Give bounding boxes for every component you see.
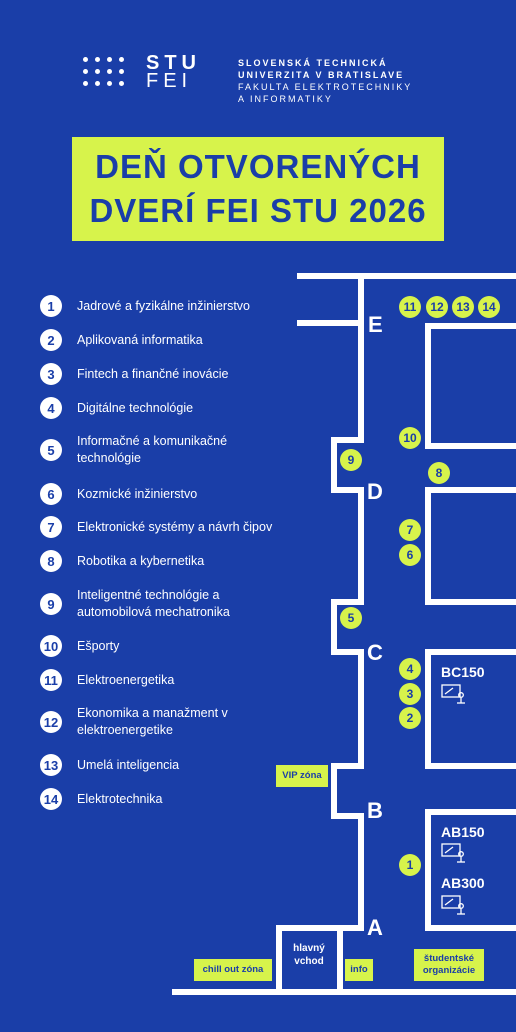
map-pin-11: 11 <box>399 296 421 318</box>
page-title: DEŇ OTVORENÝCH DVERÍ FEI STU 2026 <box>72 137 444 241</box>
legend-number: 2 <box>40 329 62 351</box>
legend-label: Elektronické systémy a návrh čipov <box>77 519 273 534</box>
map-pin-12: 12 <box>426 296 448 318</box>
legend-label: Umelá inteligencia <box>77 757 180 772</box>
university-line1: SLOVENSKÁ TECHNICKÁ <box>238 58 388 68</box>
block-c-label: C <box>367 640 383 665</box>
map-pin-13: 13 <box>452 296 474 318</box>
legend-number: 8 <box>40 550 62 572</box>
legend-label: Inteligentné technológie a automobilová … <box>77 588 230 619</box>
lecture-hall-icon <box>441 895 465 915</box>
map-pin-7: 7 <box>399 519 421 541</box>
legend-label: Aplikovaná informatika <box>77 332 203 347</box>
map-pin-8: 8 <box>428 462 450 484</box>
university-name: SLOVENSKÁ TECHNICKÁ UNIVERZITA V BRATISL… <box>238 57 412 105</box>
legend-item: 9 Inteligentné technológie a automobilová… <box>40 587 267 621</box>
legend-item: 13 Umelá inteligencia <box>40 754 179 776</box>
legend-number: 14 <box>40 788 62 810</box>
legend-item: 3 Fintech a finančné inovácie <box>40 363 228 385</box>
map-pin-14: 14 <box>478 296 500 318</box>
legend-label: Kozmické inžinierstvo <box>77 486 198 501</box>
legend-item: 8 Robotika a kybernetika <box>40 550 204 572</box>
legend-item: 2 Aplikovaná informatika <box>40 329 203 351</box>
student-organizations-tag: študentské organizácie <box>414 949 484 981</box>
legend-number: 3 <box>40 363 62 385</box>
legend-label: Elektroenergetika <box>77 672 175 687</box>
legend-item: 5 Informačné a komunikačné technológie <box>40 433 267 467</box>
map-pin-5: 5 <box>340 607 362 629</box>
logo-text: STU FEI <box>146 52 201 92</box>
legend-item: 7 Elektronické systémy a návrh čipov <box>40 516 272 538</box>
legend-item: 14 Elektrotechnika <box>40 788 162 810</box>
map-pin-3: 3 <box>399 683 421 705</box>
university-line2: UNIVERZITA V BRATISLAVE <box>238 70 405 80</box>
map-pin-6: 6 <box>399 544 421 566</box>
room-ab150-label: AB150 <box>441 824 485 840</box>
lecture-hall-icon <box>441 843 465 863</box>
legend-label: Digitálne technológie <box>77 400 194 415</box>
legend-label: Ešporty <box>77 638 120 653</box>
university-line4: A INFORMATIKY <box>238 94 333 104</box>
legend-item: 1 Jadrové a fyzikálne inžinierstvo <box>40 295 250 317</box>
legend-label: Informačné a komunikačné technológie <box>77 434 228 465</box>
legend-label: Ekonomika a manažment v elektroenergetik… <box>77 706 228 737</box>
legend-item: 6 Kozmické inžinierstvo <box>40 483 197 505</box>
map-pin-4: 4 <box>399 658 421 680</box>
legend-number: 9 <box>40 593 62 615</box>
legend-number: 12 <box>40 711 62 733</box>
legend-number: 4 <box>40 397 62 419</box>
legend-number: 10 <box>40 635 62 657</box>
university-line3: FAKULTA ELEKTROTECHNIKY <box>238 82 413 92</box>
block-b-label: B <box>367 798 383 823</box>
block-e-label: E <box>368 312 383 337</box>
logo-line2: FEI <box>146 70 193 92</box>
block-a-label: A <box>367 915 383 940</box>
legend-number: 11 <box>40 669 62 691</box>
legend-item: 10 Ešporty <box>40 635 119 657</box>
legend-number: 1 <box>40 295 62 317</box>
legend-label: Robotika a kybernetika <box>77 553 205 568</box>
legend-number: 5 <box>40 439 62 461</box>
legend-number: 6 <box>40 483 62 505</box>
lecture-hall-icon <box>441 684 465 704</box>
legend-number: 13 <box>40 754 62 776</box>
map-pin-9: 9 <box>340 449 362 471</box>
chill-out-zone-tag: chill out zóna <box>194 959 272 981</box>
room-bc150-label: BC150 <box>441 664 485 680</box>
legend-label: Elektrotechnika <box>77 791 163 806</box>
legend-label: Fintech a finančné inovácie <box>77 366 229 381</box>
logo-dots-icon <box>83 57 135 93</box>
logo-line1: STU <box>146 52 201 74</box>
vip-zone-tag: VIP zóna <box>276 765 328 787</box>
map-pin-1: 1 <box>399 854 421 876</box>
title-line1: DEŇ OTVORENÝCH <box>95 148 421 185</box>
map-pin-10: 10 <box>399 427 421 449</box>
main-entrance-label: hlavný vchod <box>293 943 325 967</box>
legend-item: 11 Elektroenergetika <box>40 669 174 691</box>
block-d-label: D <box>367 479 383 504</box>
room-ab300-label: AB300 <box>441 875 485 891</box>
legend-item: 4 Digitálne technológie <box>40 397 193 419</box>
title-line2: DVERÍ FEI STU 2026 <box>89 192 427 229</box>
info-tag: info <box>345 959 373 981</box>
map-pin-2: 2 <box>399 707 421 729</box>
legend-item: 12 Ekonomika a manažment v elektroenerget… <box>40 705 252 739</box>
legend-label: Jadrové a fyzikálne inžinierstvo <box>77 298 250 313</box>
legend-number: 7 <box>40 516 62 538</box>
